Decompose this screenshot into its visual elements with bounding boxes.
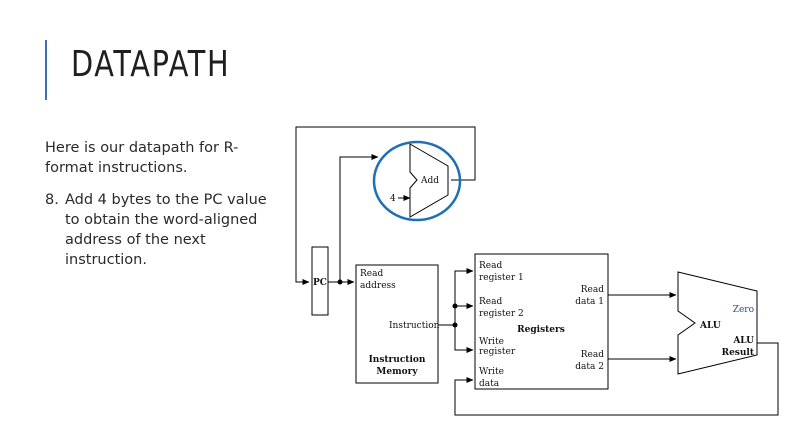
pc-update-wire [295,126,476,285]
read-data-wires [608,292,677,362]
instruction-junction-dot [452,322,458,328]
step-text: Add 4 bytes to the PC value to obtain th… [65,192,267,268]
instruction-bus-wire [438,268,474,353]
slide-body: Here is our datapath for R-format instru… [45,138,275,270]
read-register-2-label-2: register 2 [479,309,524,319]
read-register-2-label-1: Read [479,297,502,307]
registers-name-label: Registers [517,325,565,335]
instruction-junction-dot [452,303,458,309]
alu-name-label: ALU [699,321,721,331]
read-data-1-label-1: Read [581,285,604,295]
pc-to-adder-wire [339,154,379,282]
instruction-memory [355,264,439,384]
alu-result-label-1: ALU [732,336,754,346]
adder-label: Add [420,176,439,186]
constant-four-label: 4 [390,194,396,204]
step-number: 8. [45,192,59,208]
title-accent-bar [45,40,47,100]
write-data-label-2: data [479,379,500,389]
write-register-label-1: Write [479,337,504,347]
alu-zero-label: Zero [733,305,754,315]
register-file [474,253,609,390]
step-item: 8. Add 4 bytes to the PC value to obtain… [45,190,275,270]
write-data-label-1: Write [479,367,504,377]
imem-instruction-label: Instruction [389,321,440,331]
alu-result-label-2: Result [722,348,755,358]
read-register-1-label-1: Read [479,261,502,271]
write-register-label-2: register [479,347,516,357]
adder-unit [409,143,449,218]
slide-title: DATAPATH [71,44,231,85]
intro-text: Here is our datapath for R-format instru… [45,140,239,176]
read-data-2-label-1: Read [581,350,604,360]
alu-unit [677,271,758,375]
imem-name-label-1: Instruction [369,355,426,365]
highlight-circle [372,140,462,222]
imem-read-address-label-2: address [360,281,396,291]
imem-read-address-label-1: Read [360,269,383,279]
imem-name-label-2: Memory [376,367,418,377]
writeback-wire [454,342,779,416]
pc-label: PC [313,278,327,288]
read-data-2-label-2: data 2 [575,362,604,372]
read-data-1-label-2: data 1 [575,297,604,307]
read-register-1-label-2: register 1 [479,273,524,283]
pc-junction-dot [337,279,343,285]
